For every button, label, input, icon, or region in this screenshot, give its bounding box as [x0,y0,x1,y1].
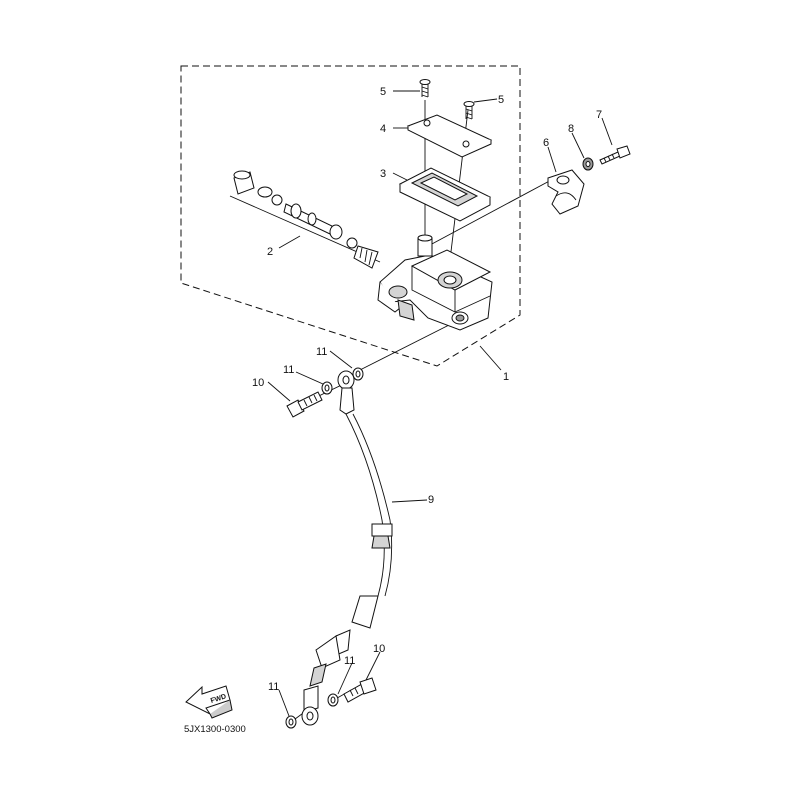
callout-10-lower: 10 [373,643,385,655]
callout-10-upper: 10 [252,377,264,389]
callout-2: 2 [267,246,273,258]
bolt-7 [599,145,631,165]
master-cylinder-body [377,234,493,331]
callout-3: 3 [380,168,386,180]
washer-11-upper [352,367,364,381]
callout-6: 6 [543,137,549,149]
diagram-code: 5JX1300-0300 [184,724,246,735]
callout-11-mid: 11 [283,364,294,376]
washer-11-lower-left [285,715,297,729]
screw-5-right [463,101,475,120]
callout-8: 8 [568,123,574,135]
banjo-bolt-10-upper [286,391,323,418]
callout-11-lower-left: 11 [268,681,279,693]
forward-arrow-icon: FWD [185,685,233,719]
washer-11-lower-right [327,693,339,707]
callout-5-right: 5 [498,94,504,106]
diaphragm [398,167,492,222]
piston-kit [233,170,379,269]
reservoir-cap [406,114,493,158]
callout-4: 4 [380,123,386,135]
callout-7: 7 [596,109,602,121]
washer-11-mid [321,381,333,395]
fwd-label: FWD [210,693,227,705]
brake-hose [301,370,393,726]
callout-9: 9 [428,494,434,506]
callout-11-lower-right: 11 [344,655,355,667]
assembly-dashed-boundary [180,65,521,367]
callout-5-left: 5 [380,86,386,98]
handlebar-clamp [547,169,585,215]
screw-5-left [419,79,431,98]
banjo-bolt-10-lower [343,677,377,703]
callout-11-top: 11 [316,346,327,358]
callout-1: 1 [503,371,509,383]
